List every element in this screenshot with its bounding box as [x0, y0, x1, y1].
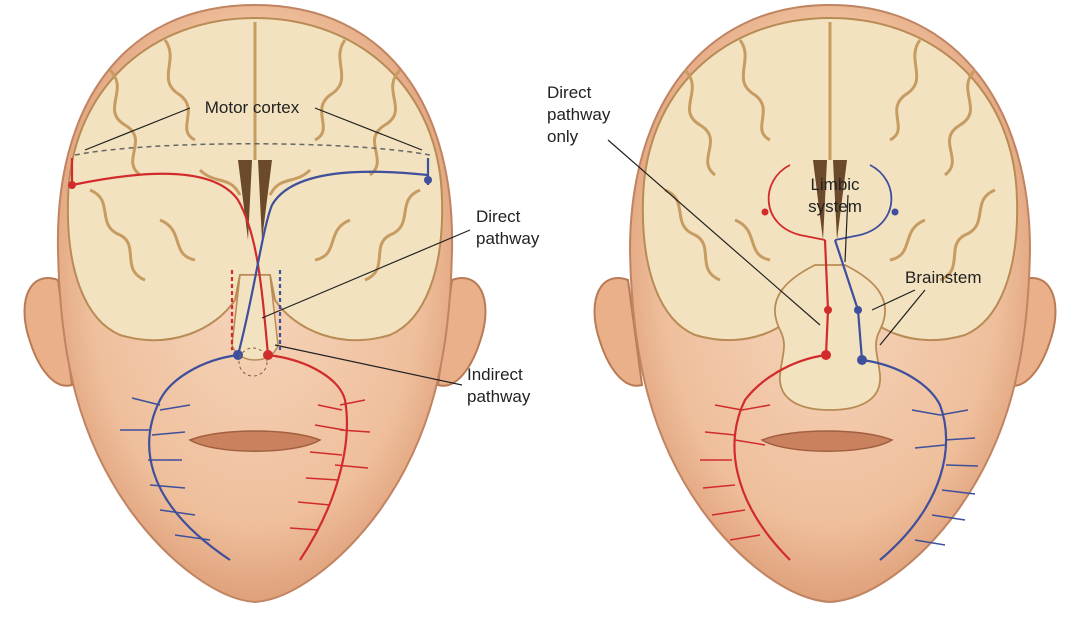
- left-cortex-neuron-red: [68, 181, 76, 189]
- left-head: Motor cortex Direct pathway Indirect pat…: [25, 5, 540, 602]
- right-nucleus-red: [821, 350, 831, 360]
- label-indirect-pathway-line2: pathway: [467, 387, 531, 406]
- label-brainstem: Brainstem: [905, 268, 982, 287]
- left-cortex-neuron-blue: [424, 176, 432, 184]
- label-direct-pathway-line2: pathway: [476, 229, 540, 248]
- left-nucleus-red: [263, 350, 273, 360]
- label-limbic-line2: system: [808, 197, 862, 216]
- right-nucleus-blue: [857, 355, 867, 365]
- left-nucleus-blue: [233, 350, 243, 360]
- label-indirect-pathway-line1: Indirect: [467, 365, 523, 384]
- label-direct-only-line3: only: [547, 127, 579, 146]
- right-brainstem-icon: [775, 265, 885, 410]
- label-motor-cortex: Motor cortex: [205, 98, 300, 117]
- label-limbic-line1: Limbic: [810, 175, 860, 194]
- right-head: Direct pathway only Limbic system Brains…: [547, 5, 1055, 602]
- label-direct-only-line1: Direct: [547, 83, 592, 102]
- label-direct-pathway-line1: Direct: [476, 207, 521, 226]
- label-direct-only-line2: pathway: [547, 105, 611, 124]
